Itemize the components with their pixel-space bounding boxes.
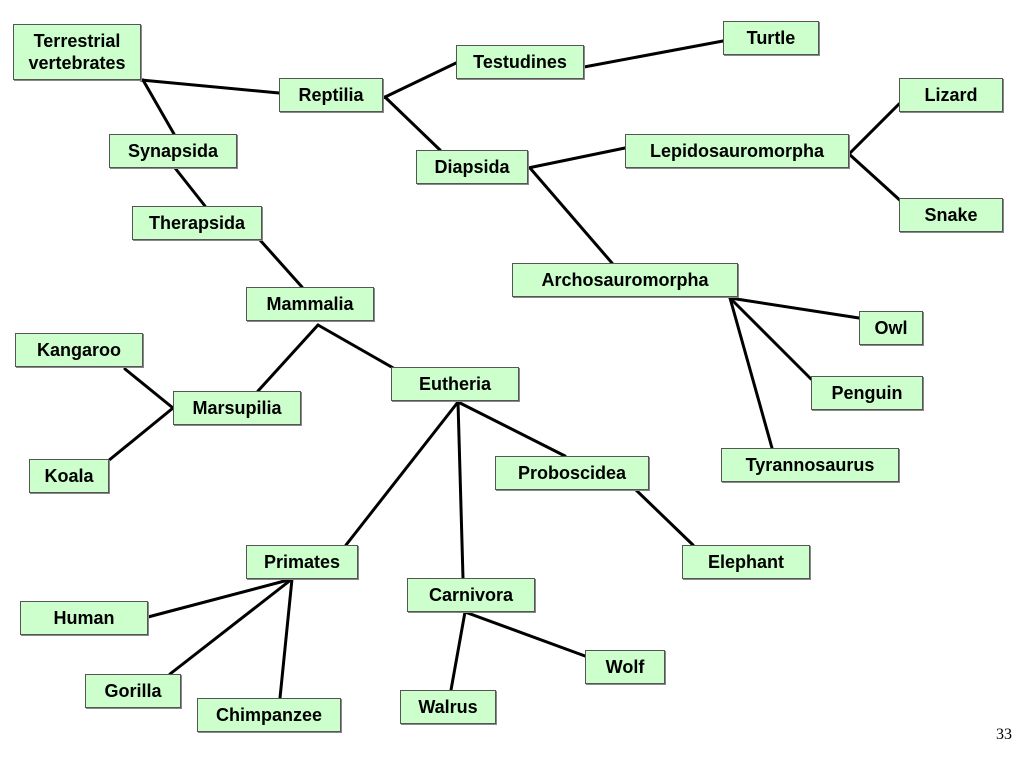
edge-lepidosauromorpha-to-snake bbox=[847, 152, 905, 205]
edge-testudines-to-turtle bbox=[582, 39, 725, 69]
node-koala: Koala bbox=[29, 459, 109, 493]
edge-primates-to-chimpanzee bbox=[278, 577, 294, 700]
node-snake: Snake bbox=[899, 198, 1003, 232]
node-primates: Primates bbox=[246, 545, 358, 579]
edge-marsupilia-to-kangaroo bbox=[123, 367, 175, 410]
edge-eutheria-to-carnivora bbox=[456, 400, 465, 580]
edge-terrestrial-vertebrates-to-reptilia bbox=[139, 78, 281, 95]
edge-reptilia-to-diapsida bbox=[383, 95, 442, 152]
node-kangaroo: Kangaroo bbox=[15, 333, 143, 367]
node-carnivora: Carnivora bbox=[407, 578, 535, 612]
edge-reptilia-to-testudines bbox=[381, 61, 458, 100]
edge-marsupilia-to-koala bbox=[106, 406, 175, 463]
node-chimpanzee: Chimpanzee bbox=[197, 698, 341, 732]
edge-archosauromorpha-to-owl bbox=[728, 296, 861, 320]
node-penguin: Penguin bbox=[811, 376, 923, 410]
node-mammalia: Mammalia bbox=[246, 287, 374, 321]
node-tyrannosaurus: Tyrannosaurus bbox=[721, 448, 899, 482]
node-elephant: Elephant bbox=[682, 545, 810, 579]
node-lizard: Lizard bbox=[899, 78, 1003, 112]
edge-archosauromorpha-to-tyrannosaurus bbox=[728, 296, 774, 450]
edge-carnivora-to-walrus bbox=[449, 610, 467, 692]
edge-primates-to-gorilla bbox=[168, 577, 294, 676]
node-owl: Owl bbox=[859, 311, 923, 345]
edge-therapsida-to-mammalia bbox=[258, 238, 304, 289]
node-gorilla: Gorilla bbox=[85, 674, 181, 708]
node-eutheria: Eutheria bbox=[391, 367, 519, 401]
node-turtle: Turtle bbox=[723, 21, 819, 55]
node-diapsida: Diapsida bbox=[416, 150, 528, 184]
node-terrestrial-vertebrates: Terrestrial vertebrates bbox=[13, 24, 141, 80]
edge-mammalia-to-marsupilia bbox=[256, 323, 320, 393]
edge-eutheria-to-primates bbox=[344, 400, 460, 547]
node-reptilia: Reptilia bbox=[279, 78, 383, 112]
node-testudines: Testudines bbox=[456, 45, 584, 79]
node-lepidosauromorpha: Lepidosauromorpha bbox=[625, 134, 849, 168]
node-archosauromorpha: Archosauromorpha bbox=[512, 263, 738, 297]
node-human: Human bbox=[20, 601, 148, 635]
node-marsupilia: Marsupilia bbox=[173, 391, 301, 425]
edge-terrestrial-vertebrates-to-synapsida bbox=[141, 78, 176, 136]
node-therapsida: Therapsida bbox=[132, 206, 262, 240]
edge-diapsida-to-archosauromorpha bbox=[528, 166, 614, 265]
edge-synapsida-to-therapsida bbox=[173, 166, 207, 208]
page-number: 33 bbox=[996, 726, 1012, 743]
edge-proboscidea-to-elephant bbox=[634, 488, 695, 547]
node-synapsida: Synapsida bbox=[109, 134, 237, 168]
node-proboscidea: Proboscidea bbox=[495, 456, 649, 490]
node-wolf: Wolf bbox=[585, 650, 665, 684]
edge-mammalia-to-eutheria bbox=[316, 323, 397, 371]
edge-eutheria-to-proboscidea bbox=[456, 400, 567, 458]
edge-carnivora-to-wolf bbox=[463, 610, 587, 658]
edge-archosauromorpha-to-penguin bbox=[728, 296, 813, 381]
edge-diapsida-to-lepidosauromorpha bbox=[526, 146, 627, 170]
node-walrus: Walrus bbox=[400, 690, 496, 724]
edge-lepidosauromorpha-to-lizard bbox=[847, 102, 901, 156]
edge-primates-to-human bbox=[146, 577, 294, 619]
